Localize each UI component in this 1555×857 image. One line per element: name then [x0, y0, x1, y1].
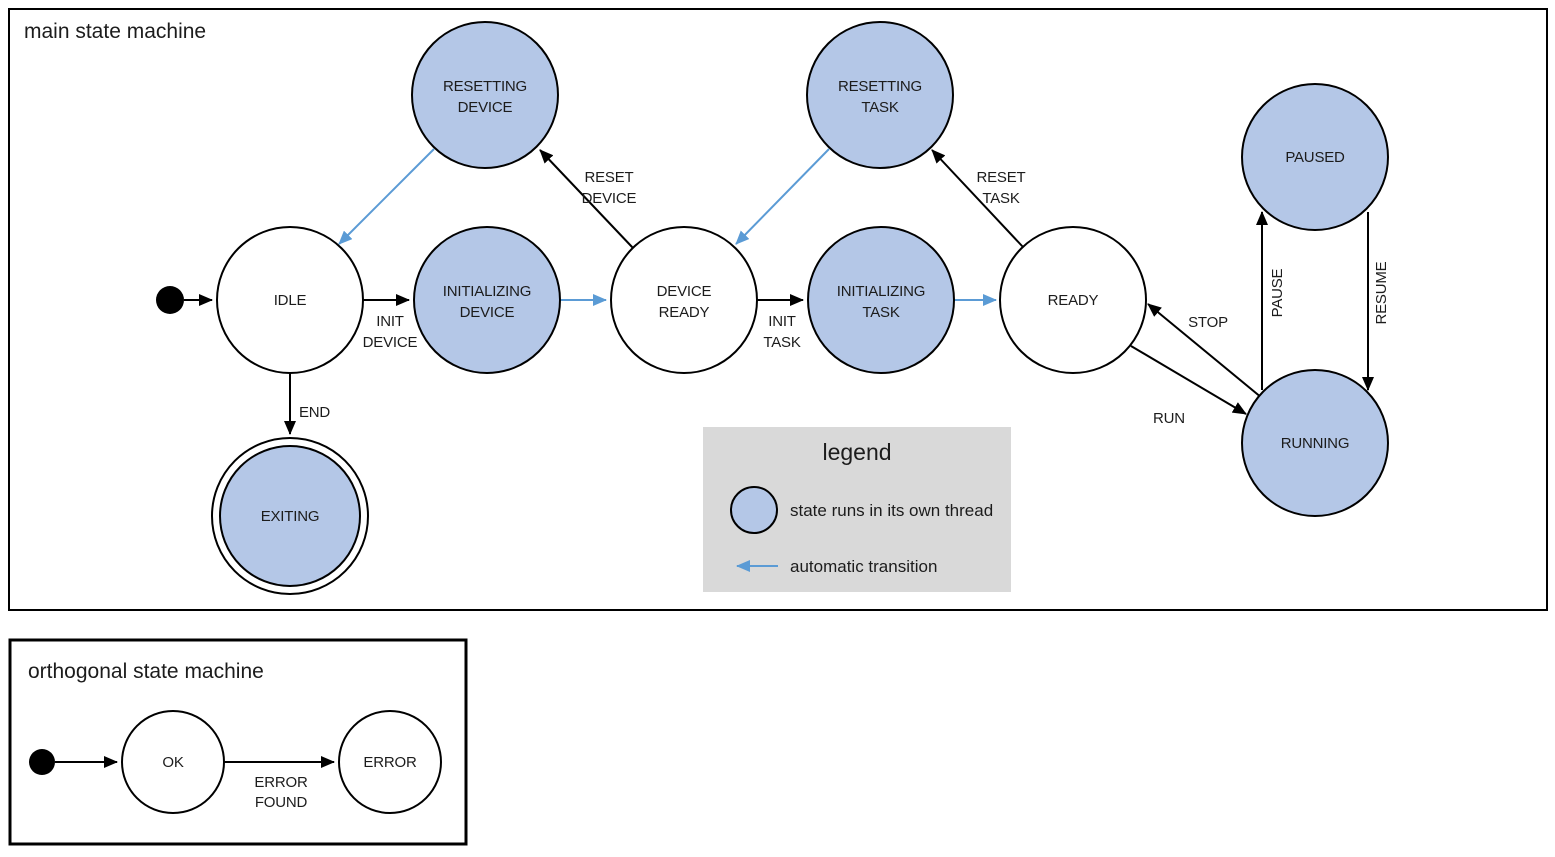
main-initial-state-dot: [156, 286, 184, 314]
transition-resume-label: RESUME: [1373, 261, 1390, 324]
state-error: [338, 710, 442, 814]
state-error-label: ERROR: [363, 754, 417, 771]
state-idle: [216, 226, 364, 374]
transition-run-label: RUN: [1153, 410, 1185, 427]
state-initializing-device-label-line1: INITIALIZING: [443, 283, 531, 300]
orthogonal-machine-title: orthogonal state machine: [28, 660, 264, 683]
state-running-label: RUNNING: [1281, 435, 1350, 452]
state-paused-label: PAUSED: [1285, 149, 1345, 166]
transition-init-device-label-line2: DEVICE: [363, 334, 418, 351]
legend-threaded-state-text: state runs in its own thread: [790, 501, 993, 520]
state-running: [1241, 369, 1389, 517]
state-device-ready-label-line1: DEVICE: [657, 283, 712, 300]
transition-reset-task: [931, 149, 1024, 248]
transition-reset-task-label-line1: RESET: [976, 169, 1025, 186]
auto-transition-resetting-device-to-idle: [338, 148, 435, 245]
state-device-ready-label-line2: READY: [659, 304, 710, 321]
transition-reset-device: [539, 149, 634, 249]
state-resetting-device: [411, 21, 559, 169]
state-paused: [1241, 83, 1389, 231]
orthogonal-machine-panel-border: [8, 638, 468, 846]
transition-end-label: END: [299, 404, 330, 421]
transition-pause-label: PAUSE: [1269, 268, 1286, 317]
transition-init-device-label-line1: INIT: [376, 313, 404, 330]
transition-stop-label: STOP: [1188, 314, 1228, 331]
state-ready-label: READY: [1048, 292, 1099, 309]
transition-error-found-label-line2: FOUND: [255, 794, 308, 811]
main-machine-panel-border: [8, 8, 1548, 611]
state-exiting-label: EXITING: [261, 508, 320, 525]
state-resetting-device-label-line1: RESETTING: [443, 78, 527, 95]
transition-reset-device-label-line2: DEVICE: [582, 190, 637, 207]
legend-threaded-state-icon: [730, 486, 778, 534]
transition-init-task-label-line1: INIT: [768, 313, 796, 330]
legend-automatic-transition-text: automatic transition: [790, 557, 937, 576]
state-resetting-device-label-line2: DEVICE: [458, 99, 513, 116]
legend-title: legend: [822, 439, 891, 465]
transition-run: [1130, 345, 1247, 415]
state-ready: [999, 226, 1147, 374]
transition-reset-task-label-line2: TASK: [982, 190, 1019, 207]
state-initializing-device: [413, 226, 561, 374]
state-resetting-task-label-line1: RESETTING: [838, 78, 922, 95]
state-initializing-device-label-line2: DEVICE: [460, 304, 515, 321]
state-initializing-task-label-line1: INITIALIZING: [837, 283, 925, 300]
orthogonal-initial-state-dot: [29, 749, 55, 775]
transition-init-task-label-line2: TASK: [763, 334, 800, 351]
state-resetting-task-label-line2: TASK: [861, 99, 898, 116]
state-exiting: [219, 445, 361, 587]
state-idle-label: IDLE: [274, 292, 307, 309]
transition-stop: [1147, 303, 1263, 399]
state-initializing-task: [807, 226, 955, 374]
state-device-ready: [610, 226, 758, 374]
main-machine-title: main state machine: [24, 20, 206, 43]
transition-error-found-label-line1: ERROR: [254, 774, 308, 791]
state-ok-label: OK: [162, 754, 183, 771]
state-resetting-task: [806, 21, 954, 169]
state-initializing-task-label-line2: TASK: [862, 304, 899, 321]
auto-transition-resetting-task-to-device-ready: [735, 148, 830, 245]
transition-reset-device-label-line1: RESET: [584, 169, 633, 186]
